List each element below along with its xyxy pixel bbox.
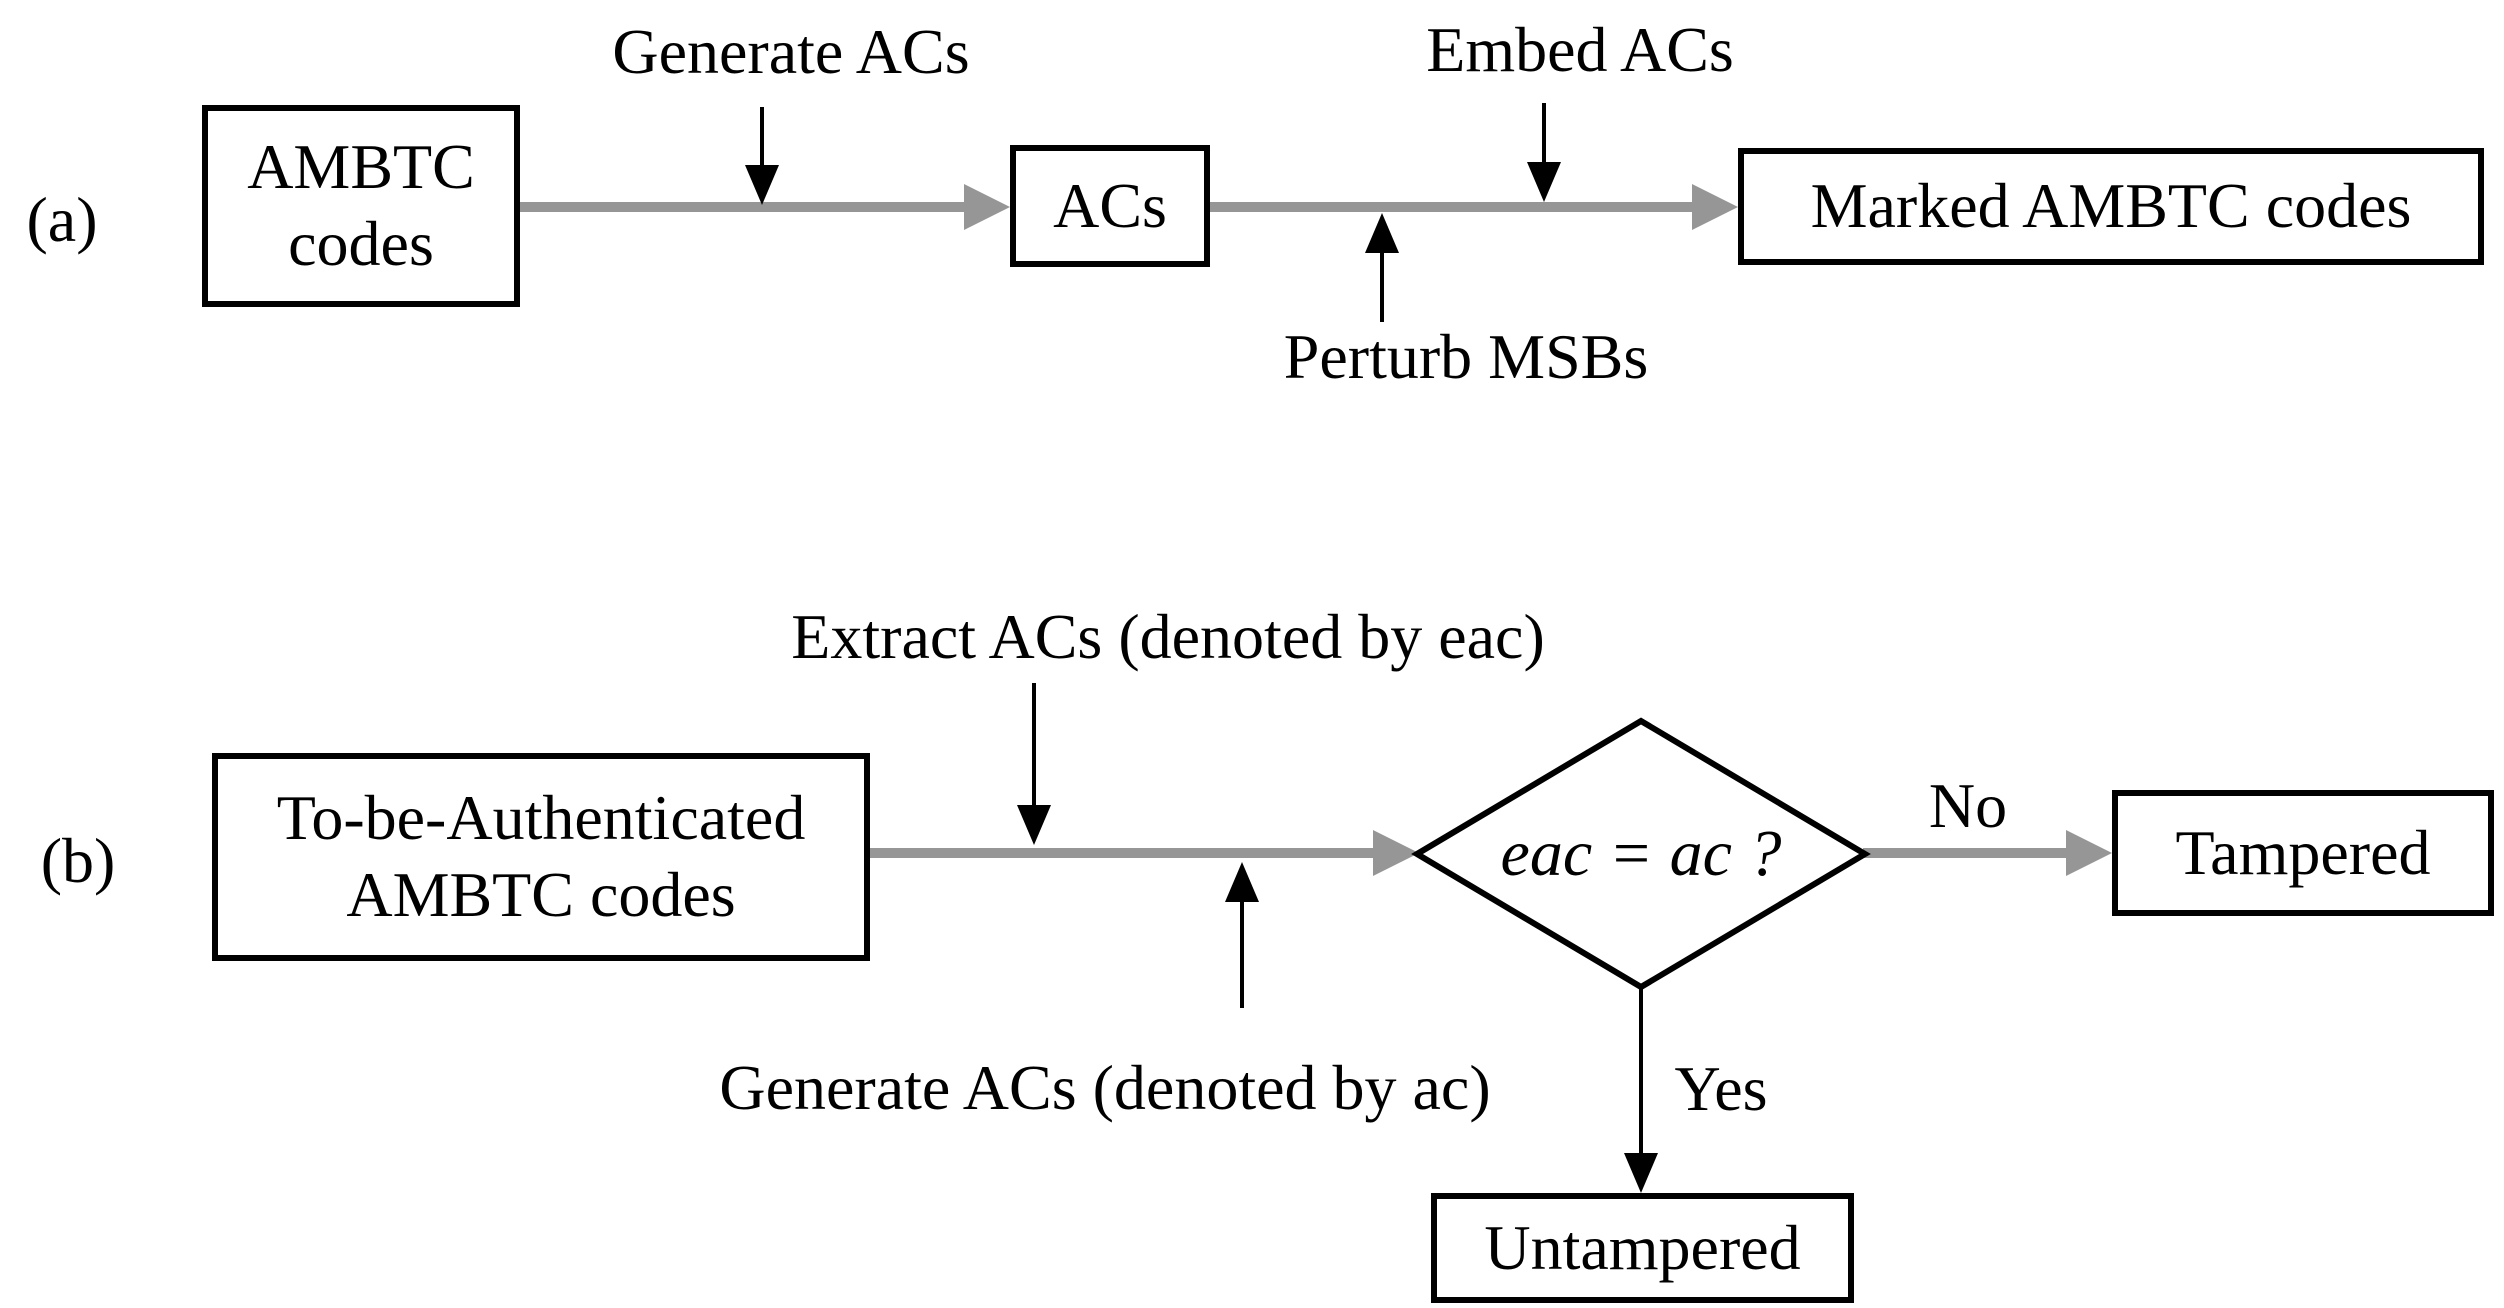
- generate-acs-b-label: Generate ACs (denoted by ac): [719, 1052, 1491, 1123]
- extract-acs-label: Extract ACs (denoted by eac): [791, 601, 1545, 672]
- embed-acs-label: Embed ACs: [1426, 14, 1734, 85]
- untampered-box: Untampered: [1431, 1193, 1854, 1303]
- to-be-authenticated-box: To-be-Authenticated AMBTC codes: [212, 753, 870, 961]
- perturb-msbs-arrowhead: [1365, 213, 1399, 253]
- generate-acs-b-arrowhead: [1225, 862, 1259, 902]
- part-a-label: (a): [26, 184, 98, 255]
- ambtc-codes-box: AMBTC codes: [202, 105, 520, 307]
- marked-ambtc-codes-box: Marked AMBTC codes: [1738, 148, 2484, 265]
- part-b-label: (b): [40, 825, 116, 896]
- generate-acs-label: Generate ACs: [612, 16, 970, 87]
- acs-box-text: ACs: [1053, 169, 1167, 241]
- decision-text: eac = ac ?: [1500, 817, 1782, 890]
- flow-arrowhead-acs: [964, 184, 1010, 230]
- to-be-authenticated-line2: AMBTC codes: [346, 859, 736, 930]
- no-branch-label: No: [1928, 770, 2008, 841]
- acs-box: ACs: [1010, 145, 1210, 267]
- flow-arrowhead-marked: [1692, 184, 1738, 230]
- to-be-authenticated-line1: To-be-Authenticated: [276, 782, 806, 854]
- tampered-box: Tampered: [2112, 790, 2494, 916]
- yes-arrowhead: [1624, 1153, 1658, 1193]
- decision-diamond: [1411, 717, 1871, 991]
- flow-arrowhead-tampered: [2066, 830, 2112, 876]
- marked-ambtc-codes-text: Marked AMBTC codes: [1810, 170, 2412, 242]
- yes-branch-label: Yes: [1674, 1053, 1768, 1124]
- ambtc-codes-line1: AMBTC: [247, 131, 475, 203]
- untampered-text: Untampered: [1484, 1211, 1801, 1283]
- generate-acs-arrowhead: [745, 165, 779, 205]
- perturb-msbs-label: Perturb MSBs: [1283, 321, 1649, 392]
- extract-acs-arrowhead: [1017, 805, 1051, 845]
- tampered-text: Tampered: [2175, 816, 2431, 888]
- flow-arrowhead-decision: [1373, 830, 1419, 876]
- ambtc-codes-line2: codes: [288, 208, 434, 279]
- embed-acs-arrowhead: [1527, 162, 1561, 202]
